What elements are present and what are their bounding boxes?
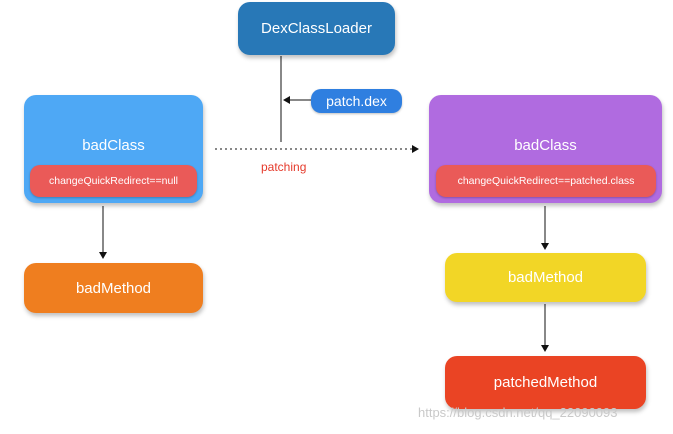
right-bad-class-label: badClass	[514, 137, 577, 154]
patching-label: patching	[261, 160, 307, 174]
patch-dex-label: patch.dex	[326, 93, 387, 109]
right-bad-method-node: badMethod	[445, 253, 646, 302]
right-redirect-label: changeQuickRedirect==patched.class	[457, 175, 635, 187]
watermark-text: https://blog.csdn.net/qq_22090093	[418, 405, 618, 420]
left-bad-class-label: badClass	[82, 137, 145, 154]
left-redirect-pill: changeQuickRedirect==null	[30, 165, 197, 197]
patch-dex-node: patch.dex	[311, 89, 402, 113]
dex-class-loader-label: DexClassLoader	[261, 20, 372, 37]
right-patched-method-node: patchedMethod	[445, 356, 646, 409]
right-bad-method-label: badMethod	[507, 269, 584, 286]
left-redirect-label: changeQuickRedirect==null	[49, 175, 178, 187]
left-bad-method-node: badMethod	[24, 263, 203, 313]
right-redirect-pill: changeQuickRedirect==patched.class	[436, 165, 656, 197]
dex-class-loader-node: DexClassLoader	[238, 2, 395, 55]
right-patched-method-label: patchedMethod	[493, 374, 598, 391]
left-bad-method-label: badMethod	[75, 279, 152, 297]
